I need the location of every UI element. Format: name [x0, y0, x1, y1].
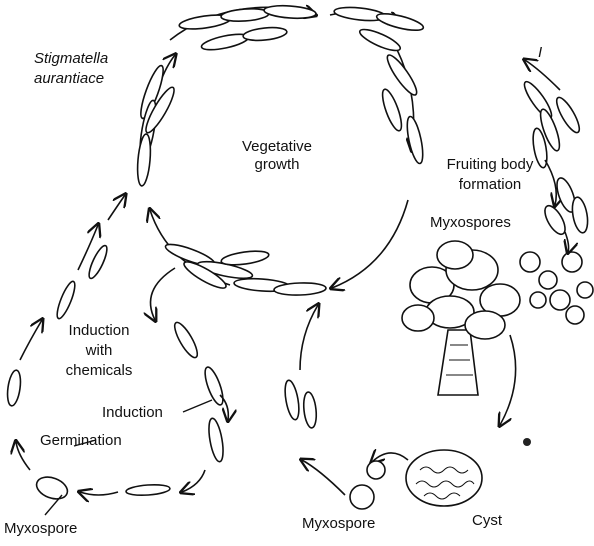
germination-label: Germination: [40, 432, 122, 450]
myxospore-cluster: [520, 232, 593, 324]
stage-mark: I: [538, 44, 542, 62]
induction-chem-line3: chemicals: [54, 362, 144, 380]
organism-name-line1: Stigmatella: [34, 50, 108, 68]
induction-chem-line2: with: [54, 342, 144, 360]
organism-name-line2: aurantiace: [34, 70, 104, 88]
myxospore-left-label: Myxospore: [4, 520, 77, 538]
vegetative-label-line1: Vegetative: [232, 138, 322, 156]
induction-chem-line1: Induction: [54, 322, 144, 340]
fruiting-body: [402, 241, 520, 425]
cyst-label: Cyst: [472, 512, 502, 530]
dot-mark: [523, 438, 531, 446]
fruiting-label-line2: formation: [430, 176, 550, 194]
myxospore-return: [283, 305, 385, 509]
cyst: [372, 450, 482, 506]
myxospores-label: Myxospores: [430, 214, 511, 232]
myxospore-bottom-label: Myxospore: [302, 515, 375, 533]
fruiting-label-line1: Fruiting body: [430, 156, 550, 174]
fruiting-cells: [520, 60, 590, 237]
induction-label: Induction: [102, 404, 163, 422]
vegetative-label-line2: growth: [232, 156, 322, 174]
